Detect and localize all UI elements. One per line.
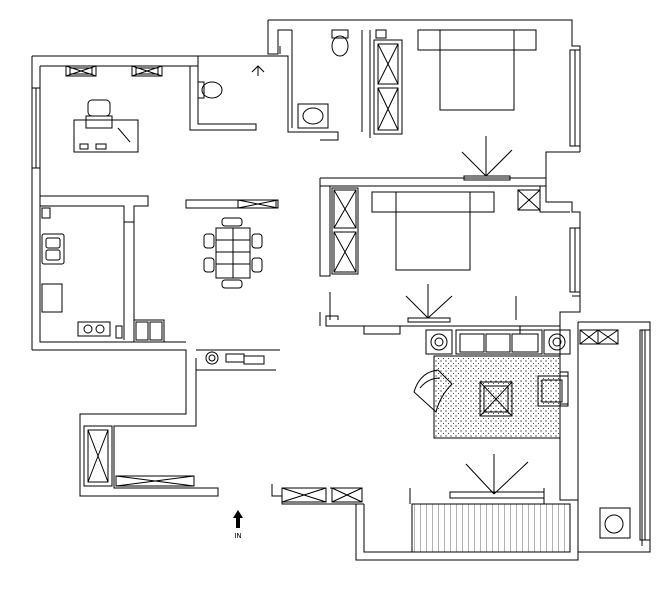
utility-area <box>83 351 276 487</box>
study-desk <box>73 99 139 153</box>
kitchen <box>41 207 165 343</box>
dining-table <box>203 199 279 289</box>
bedroom2 <box>331 187 541 323</box>
entrance-marker: IN <box>233 510 243 540</box>
exterior-walls <box>31 19 651 561</box>
bedroom1-wardrobe <box>373 29 403 135</box>
door-markers <box>251 46 545 504</box>
up-arrow-icon <box>233 510 243 528</box>
top-cabinets <box>65 65 163 77</box>
living-room <box>281 329 631 553</box>
bedroom1-bed <box>417 29 537 181</box>
interior-walls <box>40 30 570 371</box>
main-bathroom <box>297 29 349 129</box>
entrance-label: IN <box>234 532 241 540</box>
guest-toilet <box>197 81 223 99</box>
